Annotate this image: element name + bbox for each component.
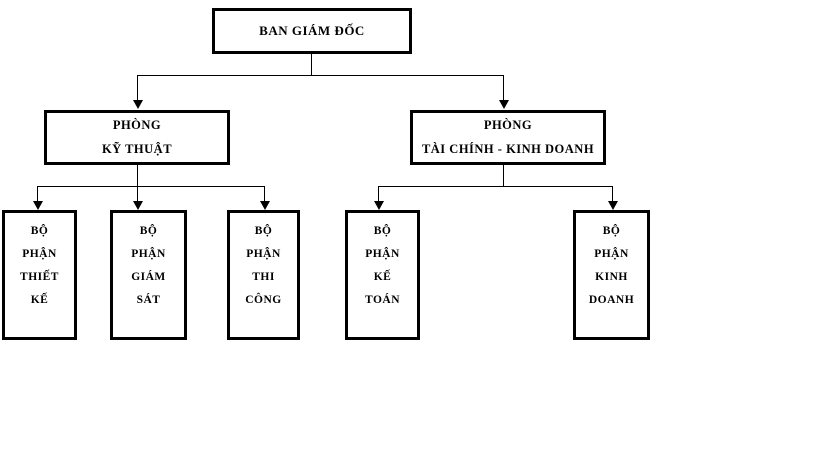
connector-tai-chinh-stem: [503, 165, 504, 186]
node-label-line: BỘ: [139, 225, 158, 237]
connector-ky-thuat-stem: [137, 165, 138, 186]
node-bo-phan-kinh-doanh[interactable]: BỘ PHẬN KINH DOANH: [573, 210, 650, 340]
connector-tai-chinh-to-kinh-doanh: [612, 186, 613, 203]
connector-ky-thuat-to-thiet-ke: [37, 186, 38, 203]
node-label-line: TÀI CHÍNH - KINH DOANH: [421, 142, 595, 156]
connector-tai-chinh-bus: [378, 186, 613, 187]
connector-root-to-tai-chinh: [503, 75, 504, 102]
node-label-line: PHẬN: [594, 248, 629, 260]
node-bo-phan-giam-sat[interactable]: BỘ PHẬN GIÁM SÁT: [110, 210, 187, 340]
connector-ky-thuat-to-giam-sat: [137, 186, 138, 203]
node-label-line: CÔNG: [245, 294, 282, 306]
node-label-line: BAN GIÁM ĐỐC: [259, 23, 365, 38]
node-label-line: KẾ: [373, 271, 392, 283]
node-label-line: BỘ: [602, 225, 621, 237]
node-label-line: PHÒNG: [483, 118, 533, 132]
arrowhead-kinh-doanh: [608, 201, 618, 210]
node-label-line: DOANH: [588, 294, 635, 306]
node-label-line: KINH: [595, 271, 628, 283]
connector-root-to-ky-thuat: [137, 75, 138, 102]
node-phong-tai-chinh-kinh-doanh[interactable]: PHÒNG TÀI CHÍNH - KINH DOANH: [410, 110, 606, 165]
arrowhead-ky-thuat: [133, 100, 143, 109]
node-label-line: PHẬN: [131, 248, 166, 260]
node-bo-phan-thiet-ke[interactable]: BỘ PHẬN THIẾT KẾ: [2, 210, 77, 340]
node-bo-phan-thi-cong[interactable]: BỘ PHẬN THI CÔNG: [227, 210, 300, 340]
node-label-line: TOÁN: [364, 294, 401, 306]
node-label-line: PHẬN: [22, 248, 57, 260]
connector-ky-thuat-to-thi-cong: [264, 186, 265, 203]
arrowhead-ke-toan: [374, 201, 384, 210]
node-bo-phan-ke-toan[interactable]: BỘ PHẬN KẾ TOÁN: [345, 210, 420, 340]
connector-root-stem: [311, 54, 312, 75]
arrowhead-tai-chinh: [499, 100, 509, 109]
connector-root-bus: [137, 75, 504, 76]
node-label-line: KẾ: [30, 294, 49, 306]
node-label-line: SÁT: [136, 294, 161, 306]
node-label-line: BỘ: [373, 225, 392, 237]
node-label-line: THIẾT: [20, 271, 59, 283]
node-ban-giam-doc[interactable]: BAN GIÁM ĐỐC: [212, 8, 412, 54]
node-label-line: PHẬN: [246, 248, 281, 260]
arrowhead-thiet-ke: [33, 201, 43, 210]
node-phong-ky-thuat[interactable]: PHÒNG KỸ THUẬT: [44, 110, 230, 165]
node-label-line: THI: [252, 271, 275, 283]
connector-tai-chinh-to-ke-toan: [378, 186, 379, 203]
node-label-line: GIÁM: [131, 271, 166, 283]
node-label-line: PHẬN: [365, 248, 400, 260]
node-label-line: KỸ THUẬT: [101, 142, 173, 156]
node-label-line: BỘ: [254, 225, 273, 237]
arrowhead-thi-cong: [260, 201, 270, 210]
connector-ky-thuat-bus: [37, 186, 264, 187]
arrowhead-giam-sat: [133, 201, 143, 210]
node-label-line: BỘ: [30, 225, 49, 237]
node-label-line: PHÒNG: [112, 118, 162, 132]
